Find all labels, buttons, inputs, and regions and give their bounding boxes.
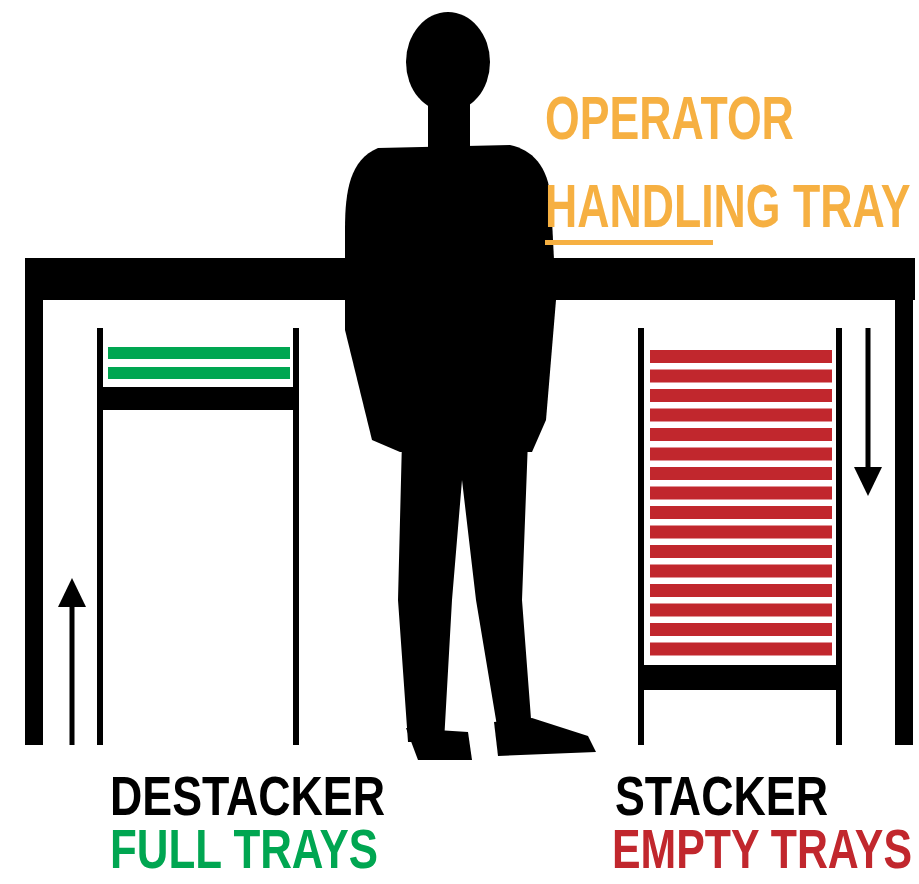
destacker-platform xyxy=(100,387,298,410)
machine-name: DESTACKER xyxy=(110,768,385,824)
text-underline xyxy=(545,240,713,245)
full-tray xyxy=(108,347,290,359)
tray-state: FULL TRAYS xyxy=(110,821,378,877)
tray-state: EMPTY TRAYS xyxy=(612,821,912,877)
table-leg xyxy=(895,258,913,745)
full-tray xyxy=(108,367,290,379)
empty-trays xyxy=(650,350,832,656)
up-arrow-head xyxy=(58,578,86,607)
up-arrow xyxy=(70,602,75,745)
stacker-platform xyxy=(641,665,839,690)
table-leg xyxy=(25,258,43,745)
down-arrow xyxy=(866,328,871,470)
operator-label: OPERATOR HANDLING TRAY xyxy=(545,74,919,250)
machine-name: STACKER xyxy=(615,768,828,824)
down-arrow-head xyxy=(854,467,882,496)
